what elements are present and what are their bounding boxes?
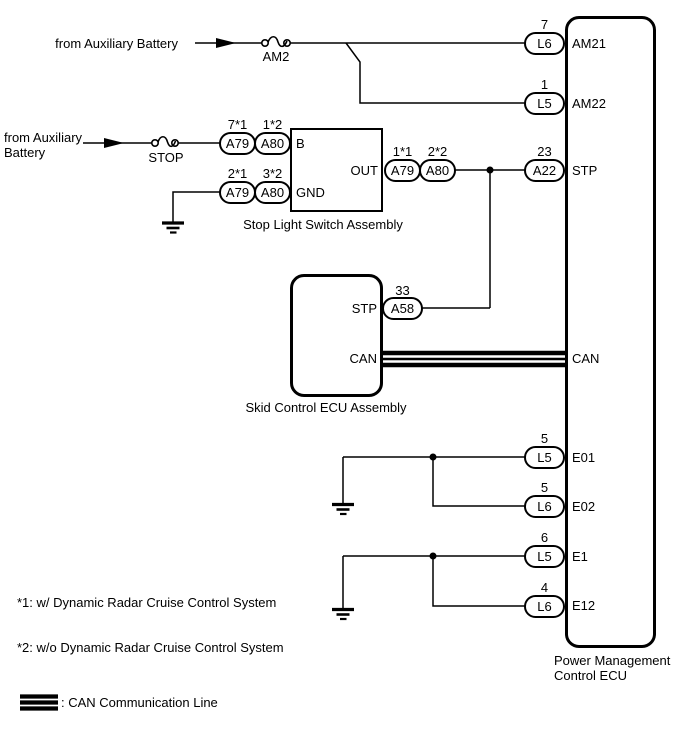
footnote-1: *1: w/ Dynamic Radar Cruise Control Syst… [17, 595, 277, 610]
switch-pin-gnd: GND [296, 185, 325, 200]
arrow-icon [104, 138, 124, 148]
ecu-pin-e02: E02 [572, 499, 596, 514]
fuse-am2-icon [260, 35, 291, 48]
can-legend-symbol [20, 694, 58, 711]
ecu-pin-e01: E01 [572, 450, 596, 465]
wire-stp-a58 [415, 170, 491, 309]
pin-number: 5 [540, 431, 549, 446]
footnote-2: *2: w/o Dynamic Radar Cruise Control Sys… [17, 640, 284, 655]
fuse-stop-icon [151, 135, 180, 148]
ecu-pin-e12: E12 [572, 598, 596, 613]
wire-e12 [432, 556, 532, 607]
connector-l6: L6 [524, 495, 565, 518]
connector-a80: A80 [254, 132, 291, 155]
ecu-pin-stp: STP [572, 163, 598, 178]
switch-pin-out: OUT [350, 163, 378, 178]
can-legend-label: : CAN Communication Line [61, 695, 218, 710]
switch-pin-b: B [296, 136, 305, 151]
junction-dot [486, 166, 494, 174]
skid-title: Skid Control ECU Assembly [245, 400, 407, 415]
connector-l5: L5 [524, 446, 565, 469]
ground-icon [162, 221, 184, 234]
ground-icon [332, 607, 354, 621]
ecu-title: Power Management Control ECU [554, 653, 671, 684]
fuse-am2-label: AM2 [262, 49, 290, 64]
connector-l5: L5 [524, 92, 565, 115]
can-bus-line [383, 350, 565, 368]
pin-number: 1*1 [392, 144, 413, 159]
connector-a79: A79 [219, 132, 256, 155]
pin-number: 6 [540, 530, 549, 545]
wire-e02 [432, 457, 532, 507]
pin-number: 7 [540, 17, 549, 32]
ecu-pin-am22: AM22 [572, 96, 606, 111]
pin-number: 1*2 [262, 117, 283, 132]
connector-a79: A79 [219, 181, 256, 204]
skid-pin-can: CAN [349, 351, 377, 366]
connector-l5: L5 [524, 545, 565, 568]
ecu-pin-can: CAN [572, 351, 600, 366]
pin-number: 2*2 [427, 144, 448, 159]
ecu-pin-am21: AM21 [572, 36, 606, 51]
connector-a22: A22 [524, 159, 565, 182]
pin-number: 23 [537, 144, 552, 159]
switch-title: Stop Light Switch Assembly [243, 217, 403, 232]
ecu-pin-e1: E1 [572, 549, 588, 564]
arrow-icon [216, 38, 236, 48]
fuse-stop-label: STOP [148, 150, 184, 165]
source-label-top: from Auxiliary Battery [55, 36, 178, 51]
connector-a80: A80 [419, 159, 456, 182]
wire-am22-branch [345, 42, 532, 104]
connector-a58: A58 [382, 297, 423, 320]
connector-l6: L6 [524, 32, 565, 55]
ground-icon [332, 502, 354, 516]
source-label-left: from Auxiliary Battery [4, 130, 83, 161]
pin-number: 2*1 [227, 166, 248, 181]
pin-number: 4 [540, 580, 549, 595]
pin-number: 1 [540, 77, 549, 92]
skid-control-ecu-box [290, 274, 383, 397]
pin-number: 5 [540, 480, 549, 495]
connector-l6: L6 [524, 595, 565, 618]
junction-dot [429, 453, 437, 461]
pin-number: 7*1 [227, 117, 248, 132]
wire-switch-gnd [172, 191, 226, 222]
power-management-ecu-box [565, 16, 656, 648]
pin-number: 33 [395, 283, 410, 298]
junction-dot [429, 552, 437, 560]
skid-pin-stp: STP [351, 301, 377, 316]
pin-number: 3*2 [262, 166, 283, 181]
connector-a79: A79 [384, 159, 421, 182]
connector-a80: A80 [254, 181, 291, 204]
stop-light-switch-box [290, 128, 383, 212]
